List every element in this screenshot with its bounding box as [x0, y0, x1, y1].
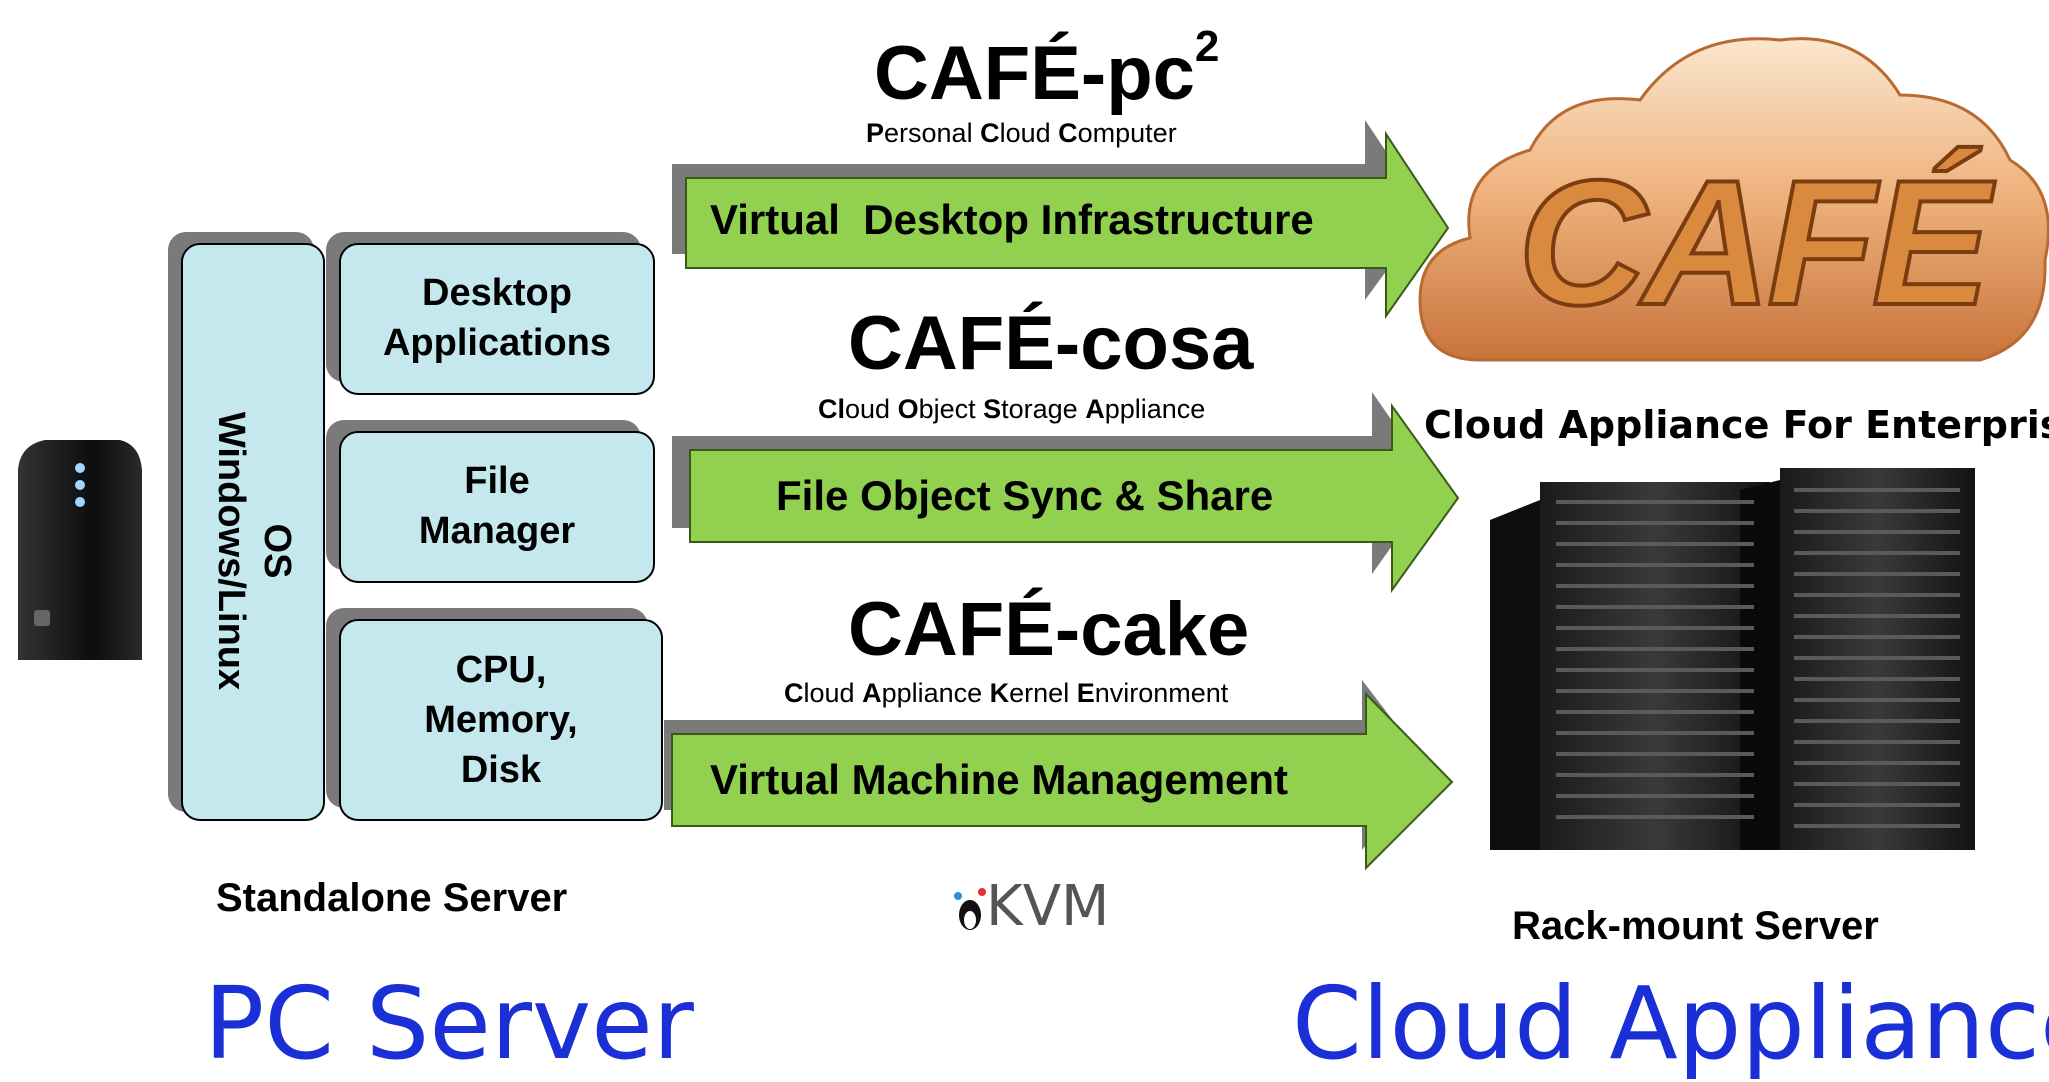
rack-slot [1794, 593, 1960, 597]
arrow-vdi [672, 120, 1450, 320]
rack-slot [1556, 521, 1754, 525]
rack-slot [1794, 551, 1960, 555]
box-cpu-memory-disk [326, 608, 663, 821]
rack-slot [1556, 815, 1754, 819]
rack-slot [1794, 488, 1960, 492]
arrow-label-file-sync: File Object Sync & Share [776, 472, 1274, 519]
rack-slot [1794, 509, 1960, 513]
arrow-label-vdi: Virtual Desktop Infrastructure [710, 196, 1314, 243]
rack-slot [1556, 752, 1754, 756]
rack-slot [1556, 584, 1754, 588]
kvm-penguin-icon [954, 888, 986, 930]
os-bar [168, 232, 325, 821]
rack-slot [1556, 563, 1754, 567]
rack-slot [1556, 626, 1754, 630]
rack-slot [1794, 572, 1960, 576]
cafe-pc-subtitle: Personal Cloud Computer [866, 118, 1177, 148]
rack-slot [1794, 530, 1960, 534]
rack-slot [1556, 500, 1754, 504]
rack-slot [1794, 824, 1960, 828]
rack-slot [1794, 740, 1960, 744]
cpu-memory-disk-label: CPU,Memory,Disk [424, 649, 578, 791]
rack-slot [1794, 719, 1960, 723]
rack-slot [1556, 794, 1754, 798]
box-desktop-apps [326, 232, 655, 395]
cloud-cafe-logo: CAFÉ [1516, 141, 1993, 344]
rack-slot [1794, 803, 1960, 807]
arrow-vm-mgmt [664, 680, 1454, 871]
cafe-cake-title: CAFÉ-cake [848, 587, 1250, 672]
cloud-enterprise-caption: Cloud Appliance For Enterprise [1424, 403, 2049, 447]
rack-slot [1556, 710, 1754, 714]
rack-slot [1556, 731, 1754, 735]
standalone-server-caption: Standalone Server [216, 876, 568, 920]
rack-slot [1556, 689, 1754, 693]
kvm-logo-text: KVM [986, 874, 1110, 939]
rack-slot [1794, 635, 1960, 639]
os-label: OS Windows/Linux [210, 411, 298, 691]
rack-slot [1794, 656, 1960, 660]
rack-server-caption: Rack-mount Server [1512, 904, 1879, 948]
rack-slot [1794, 614, 1960, 618]
rack-slot [1794, 677, 1960, 681]
box-file-manager [326, 420, 655, 583]
rack-server-icon [1490, 468, 1975, 850]
rack-slot [1556, 542, 1754, 546]
cafe-cake-subtitle: Cloud Appliance Kernel Environment [784, 678, 1229, 708]
rack-slot [1794, 698, 1960, 702]
arrow-file-sync [672, 392, 1460, 594]
rack-slot [1556, 647, 1754, 651]
rack-slot [1556, 773, 1754, 777]
pc-server-heading: PC Server [204, 965, 694, 1082]
cloud-appliance-heading: Cloud Appliance [1292, 965, 2049, 1082]
rack-slot [1794, 761, 1960, 765]
rack-slot [1794, 782, 1960, 786]
cafe-cosa-subtitle: Cloud Object Storage Appliance [818, 394, 1206, 424]
cafe-cosa-title: CAFÉ-cosa [848, 301, 1254, 386]
cafe-pc-title: CAFÉ-pc2 [874, 22, 1220, 116]
cloud-icon [1418, 37, 2049, 362]
arrow-label-vm-mgmt: Virtual Machine Management [710, 756, 1289, 803]
rack-slot [1556, 605, 1754, 609]
pc-tower-icon [18, 440, 142, 660]
rack-slot [1556, 668, 1754, 672]
